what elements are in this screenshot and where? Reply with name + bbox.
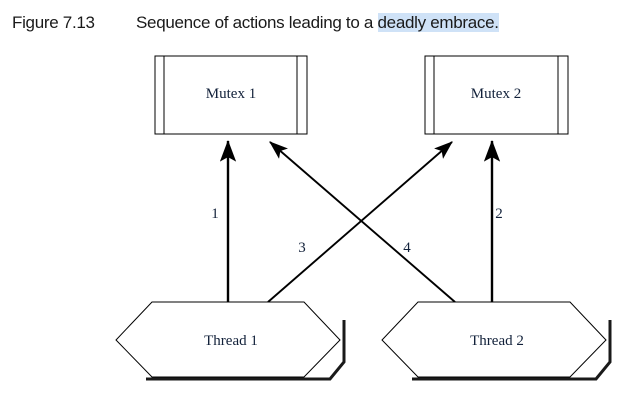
- edge-2-thread2-to-mutex2: 2: [483, 140, 503, 302]
- edge-1-thread1-to-mutex1: 1: [211, 140, 237, 302]
- edge-4-arrow: [267, 141, 453, 303]
- thread-2-label: Thread 2: [470, 333, 524, 349]
- edge-3-thread2-to-mutex1: 3: [269, 141, 456, 303]
- edge-2-label: 2: [495, 206, 503, 222]
- node-thread-2[interactable]: Thread 2: [381, 301, 612, 381]
- mutex-2-box: [424, 55, 569, 135]
- edge-3-arrow: [269, 141, 456, 303]
- edge-4-thread1-to-mutex2: 4: [267, 141, 453, 303]
- node-mutex-1[interactable]: Mutex 1: [154, 55, 308, 135]
- edge-1-label: 1: [211, 206, 219, 222]
- thread-2-hexagon: [381, 301, 607, 378]
- figure-caption: Figure 7.13 Sequence of actions leading …: [0, 13, 626, 39]
- thread-1-shadow: [146, 320, 346, 381]
- caption-highlighted-text[interactable]: deadly embrace.: [377, 13, 499, 32]
- edge-4-label: 4: [403, 240, 411, 256]
- mutex-1-box: [154, 55, 308, 135]
- thread-1-hexagon: [115, 301, 341, 378]
- caption-prefix-text: Sequence of actions leading to a: [136, 13, 378, 32]
- thread-2-shadow: [412, 320, 612, 381]
- edge-3-label: 3: [298, 240, 306, 256]
- mutex-1-label: Mutex 1: [206, 86, 256, 102]
- figure-number-label: Figure 7.13: [12, 13, 95, 32]
- figure-caption-text: Sequence of actions leading to a deadly …: [136, 13, 499, 33]
- node-thread-1[interactable]: Thread 1: [115, 301, 346, 381]
- node-mutex-2[interactable]: Mutex 2: [424, 55, 569, 135]
- thread-1-label: Thread 1: [204, 333, 258, 349]
- mutex-2-label: Mutex 2: [471, 86, 521, 102]
